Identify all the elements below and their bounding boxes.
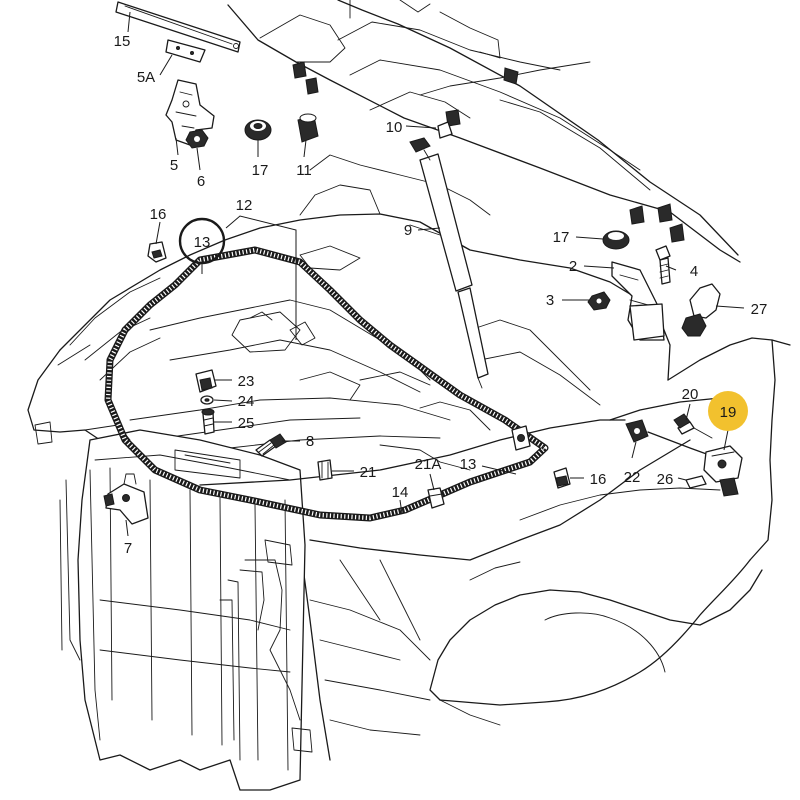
- label-25: 25: [238, 415, 255, 432]
- front-lower-structure: [299, 439, 691, 761]
- label-16-left: 16: [150, 206, 167, 223]
- seal-fastener-right: [511, 425, 531, 451]
- label-7: 7: [124, 540, 132, 557]
- clip-part-21a: [427, 487, 445, 509]
- label-12: 12: [236, 197, 253, 214]
- label-3: 3: [546, 292, 554, 309]
- hood: [227, 0, 741, 263]
- label-5a: 5A: [137, 69, 155, 86]
- label-21a: 21A: [415, 456, 442, 473]
- label-15: 15: [114, 33, 131, 50]
- highlight-ring-13: [178, 217, 226, 265]
- label-21: 21: [360, 464, 377, 481]
- highlight-marker-19: [708, 391, 748, 431]
- label-22: 22: [624, 469, 641, 486]
- label-24: 24: [238, 393, 255, 410]
- label-13-ringed: 13: [194, 234, 211, 251]
- label-26: 26: [657, 471, 674, 488]
- buffer-part-17-lower: [602, 230, 630, 250]
- label-6: 6: [197, 173, 205, 190]
- label-17-upper: 17: [252, 162, 269, 179]
- lock-part-19: [703, 445, 743, 497]
- bracket-part-7: [103, 473, 149, 525]
- release-handle-part-27: [681, 283, 721, 337]
- strip-part-15: [115, 1, 241, 53]
- nut-part-6: [185, 129, 209, 149]
- bolt-part-4: [655, 245, 671, 285]
- buffer-part-11: [297, 113, 319, 143]
- clip-part-21: [317, 459, 333, 481]
- cable-guide-part-22: [625, 419, 713, 457]
- hood-hinge-part-2: [611, 261, 665, 341]
- clip-part-23: [195, 369, 217, 393]
- label-19-highlighted: 19: [720, 404, 737, 421]
- label-11: 11: [296, 162, 312, 179]
- label-5: 5: [170, 157, 178, 174]
- screw-part-25: [201, 408, 215, 435]
- label-17-lower: 17: [553, 229, 570, 246]
- front-wing: [429, 337, 791, 706]
- label-2: 2: [569, 258, 577, 275]
- part-26: [685, 475, 707, 489]
- part-labels: 15 5A 5 6 17 11 10 9 16 12 13 17 2 4 3 2…: [114, 33, 768, 557]
- rubber-buffer-part-17-upper: [244, 119, 272, 141]
- clip-part-16-left: [147, 241, 167, 263]
- label-20: 20: [682, 386, 699, 403]
- hinge-clips: [629, 203, 685, 243]
- label-23: 23: [238, 373, 255, 390]
- label-4: 4: [690, 263, 698, 280]
- label-16-right: 16: [590, 471, 607, 488]
- label-10: 10: [386, 119, 403, 136]
- label-8: 8: [306, 433, 314, 450]
- plate-part-5a: [165, 39, 206, 63]
- label-27: 27: [751, 301, 768, 318]
- washer-part-24: [200, 395, 214, 405]
- clip-part-16-right: [553, 467, 571, 489]
- bolt-part-8: [255, 433, 287, 457]
- hood-clips: [292, 61, 519, 139]
- label-14: 14: [392, 484, 409, 501]
- gas-strut-part-9: [409, 137, 489, 389]
- bolt-part-20: [673, 413, 713, 439]
- label-13-lower: 13: [460, 456, 477, 473]
- label-9: 9: [404, 222, 412, 239]
- nut-part-3: [587, 291, 611, 311]
